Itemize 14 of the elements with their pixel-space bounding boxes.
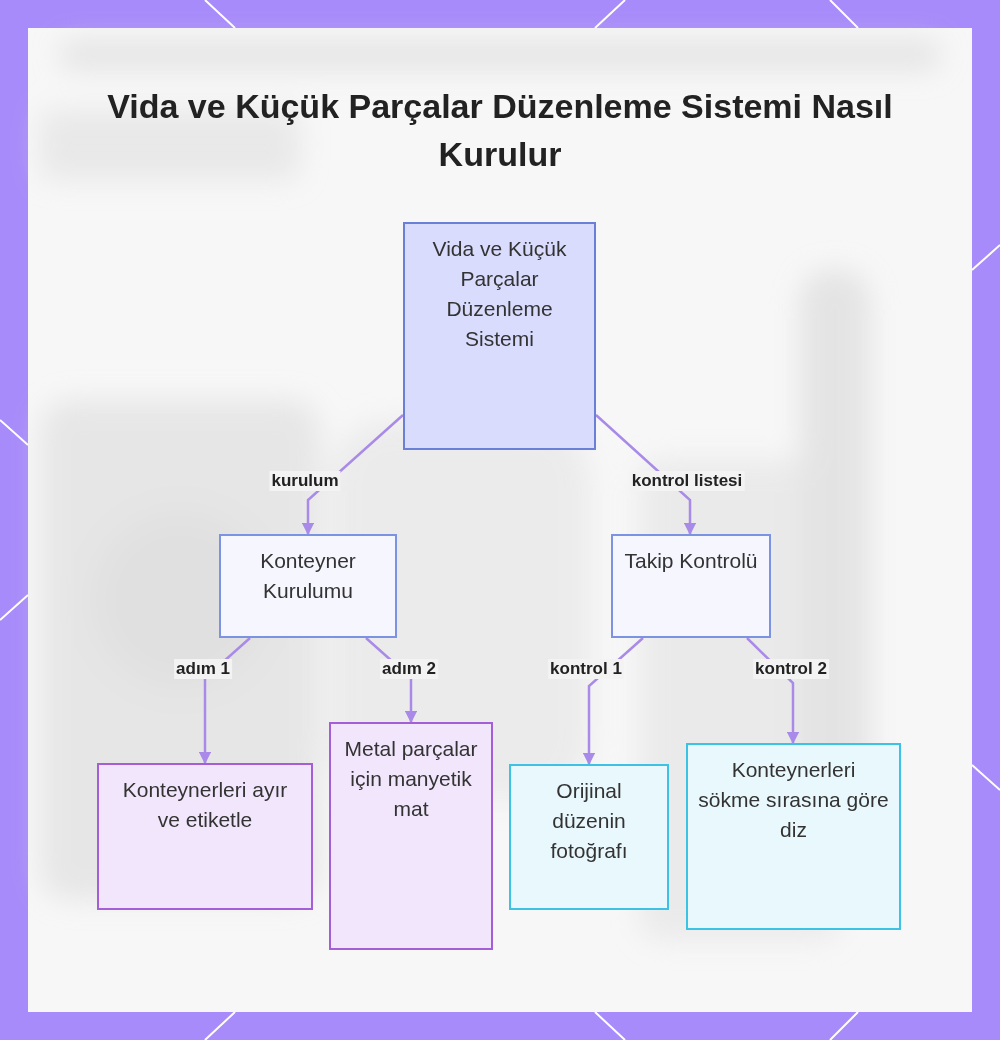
edge-label: kontrol 2 — [753, 659, 829, 679]
edge-label: kurulum — [269, 471, 341, 491]
process-box: Orijinal düzenin fotoğrafı — [509, 764, 669, 910]
process-box: Vida ve Küçük Parçalar Düzenleme Sistemi — [403, 222, 596, 450]
edge-label: adım 1 — [174, 659, 232, 679]
process-box: Konteyner Kurulumu — [219, 534, 397, 638]
edge-label: kontrol listesi — [629, 471, 745, 491]
process-box: Konteynerleri ayır ve etiketle — [97, 763, 313, 910]
process-box: Metal parçalar için manyetik mat — [329, 722, 493, 950]
diagram-title: Vida ve Küçük Parçalar Düzenleme Sistemi Nasıl Kurulur — [106, 86, 894, 175]
edge-label: kontrol 1 — [548, 659, 624, 679]
process-box: Konteynerleri sökme sırasına göre diz — [686, 743, 901, 930]
edge-label: adım 2 — [380, 659, 438, 679]
process-box: Takip Kontrolü — [611, 534, 771, 638]
